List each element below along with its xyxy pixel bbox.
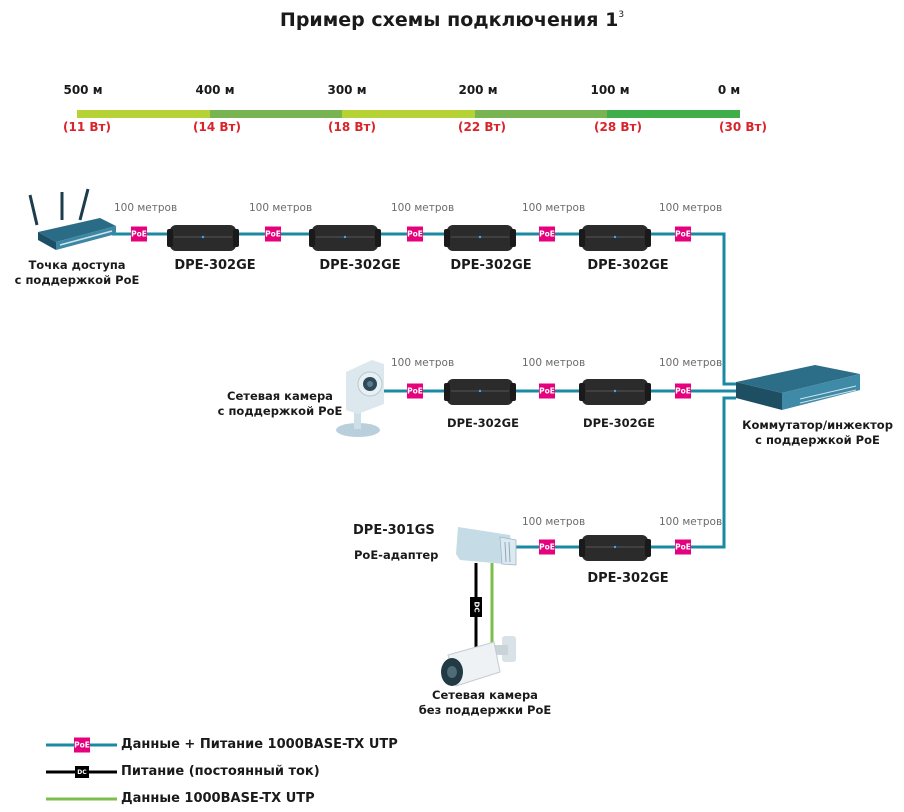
scale-distance-label: 400 м bbox=[195, 83, 235, 97]
scale-segment bbox=[210, 110, 342, 118]
title-footnote: 3 bbox=[618, 10, 625, 20]
segment-length-label: 100 метров bbox=[659, 202, 723, 214]
scale-segment bbox=[607, 110, 740, 118]
non-poe-camera-label-line: Сетевая камера bbox=[432, 688, 538, 702]
poe-adapter-icon bbox=[456, 527, 517, 566]
poe-badge: PoE bbox=[265, 226, 281, 242]
extender-label: DPE-302GE bbox=[587, 571, 669, 586]
dc-badge-text: DC bbox=[471, 601, 480, 613]
extender-device-icon bbox=[579, 535, 651, 561]
legend-label: Данные 1000BASE-TX UTP bbox=[121, 791, 315, 806]
scale-distance-label: 0 м bbox=[717, 83, 741, 97]
scale-distance-label: 300 м bbox=[327, 83, 367, 97]
segment-length-label: 100 метров bbox=[522, 357, 586, 369]
extender-label: DPE-302GE bbox=[587, 258, 669, 273]
poe-camera-label-line: Сетевая камера bbox=[227, 389, 333, 403]
scale-power-label: (18 Вт) bbox=[328, 120, 376, 134]
title-text: Пример схемы подключения 1 bbox=[279, 9, 619, 31]
scale-segment bbox=[475, 110, 607, 118]
switch-label: Коммутатор/инжектор с поддержкой PoE bbox=[735, 418, 900, 448]
switch-label-line: Коммутатор/инжектор bbox=[742, 418, 893, 432]
poe-badge: PoE bbox=[131, 226, 147, 242]
extender-label: DPE-302GE bbox=[583, 416, 655, 430]
access-point-label: Точка доступа с поддержкой PoE bbox=[2, 258, 152, 288]
segment-length-label: 100 метров bbox=[391, 357, 455, 369]
switch-label-line: с поддержкой PoE bbox=[755, 433, 880, 447]
legend-label: Данные + Питание 1000BASE-TX UTP bbox=[121, 737, 398, 752]
scale-distance-label: 500 м bbox=[63, 83, 103, 97]
scale-power-label: (22 Вт) bbox=[458, 120, 506, 134]
bullet-camera-icon bbox=[441, 636, 516, 687]
segment-length-label: 100 метров bbox=[659, 357, 723, 369]
extender-device-icon bbox=[579, 379, 651, 405]
segment-length-label: 100 метров bbox=[659, 516, 723, 528]
poe-camera-icon bbox=[336, 360, 384, 437]
extender-device-icon bbox=[444, 379, 516, 405]
scale-segment bbox=[342, 110, 475, 118]
scale-distance-label: 100 м bbox=[590, 83, 630, 97]
extender-device-icon bbox=[167, 225, 239, 251]
scale-power-label: (28 Вт) bbox=[594, 120, 642, 134]
extender-label: DPE-302GE bbox=[450, 258, 532, 273]
scale-distance-label: 200 м bbox=[458, 83, 498, 97]
access-point-label-line: с поддержкой PoE bbox=[14, 273, 140, 287]
poe-badge: PoE bbox=[407, 226, 423, 242]
segment-length-label: 100 метров bbox=[522, 202, 586, 214]
poe-badge: PoE bbox=[539, 226, 555, 242]
poe-badge: PoE bbox=[539, 383, 555, 399]
poe-camera-label: Сетевая камера с поддержкой PoE bbox=[205, 389, 355, 419]
poe-badge: PoE bbox=[675, 539, 691, 555]
poe-badge: PoE bbox=[675, 226, 691, 242]
poe-badge: PoE bbox=[675, 383, 691, 399]
non-poe-camera-label: Сетевая камера без поддержки PoE bbox=[410, 688, 560, 718]
scale-segment bbox=[77, 110, 210, 118]
non-poe-camera-label-line: без поддержки PoE bbox=[418, 703, 552, 717]
poe-badge: PoE bbox=[539, 539, 555, 555]
legend-label: Питание (постоянный ток) bbox=[121, 764, 320, 779]
poe-badge: PoE bbox=[407, 383, 423, 399]
access-point-icon bbox=[28, 188, 116, 250]
access-point-label-line: Точка доступа bbox=[28, 258, 126, 272]
extender-label: DPE-302GE bbox=[319, 258, 401, 273]
segment-length-label: 100 метров bbox=[249, 202, 313, 214]
segment-length-label: 100 метров bbox=[391, 202, 455, 214]
legend-poe-badge: PoE bbox=[74, 737, 90, 753]
adapter-model-label: DPE-301GS bbox=[353, 523, 435, 538]
switch-icon bbox=[736, 365, 860, 410]
extender-device-icon bbox=[579, 225, 651, 251]
legend-dc-badge: DC bbox=[75, 766, 89, 778]
extender-device-icon bbox=[309, 225, 381, 251]
poe-camera-label-line: с поддержкой PoE bbox=[217, 404, 343, 418]
segment-length-label: 100 метров bbox=[114, 202, 178, 214]
segment-length-label: 100 метров bbox=[522, 516, 586, 528]
dc-badge: DC bbox=[470, 597, 482, 617]
extender-label: DPE-302GE bbox=[447, 416, 519, 430]
scale-power-label: (30 Вт) bbox=[719, 120, 767, 134]
diagram-title: Пример схемы подключения 13 bbox=[0, 9, 904, 31]
extender-device-icon bbox=[444, 225, 516, 251]
scale-power-label: (14 Вт) bbox=[193, 120, 241, 134]
scale-power-label: (11 Вт) bbox=[63, 120, 111, 134]
extender-label: DPE-302GE bbox=[174, 258, 256, 273]
adapter-name-label: PoE-адаптер bbox=[354, 548, 439, 562]
